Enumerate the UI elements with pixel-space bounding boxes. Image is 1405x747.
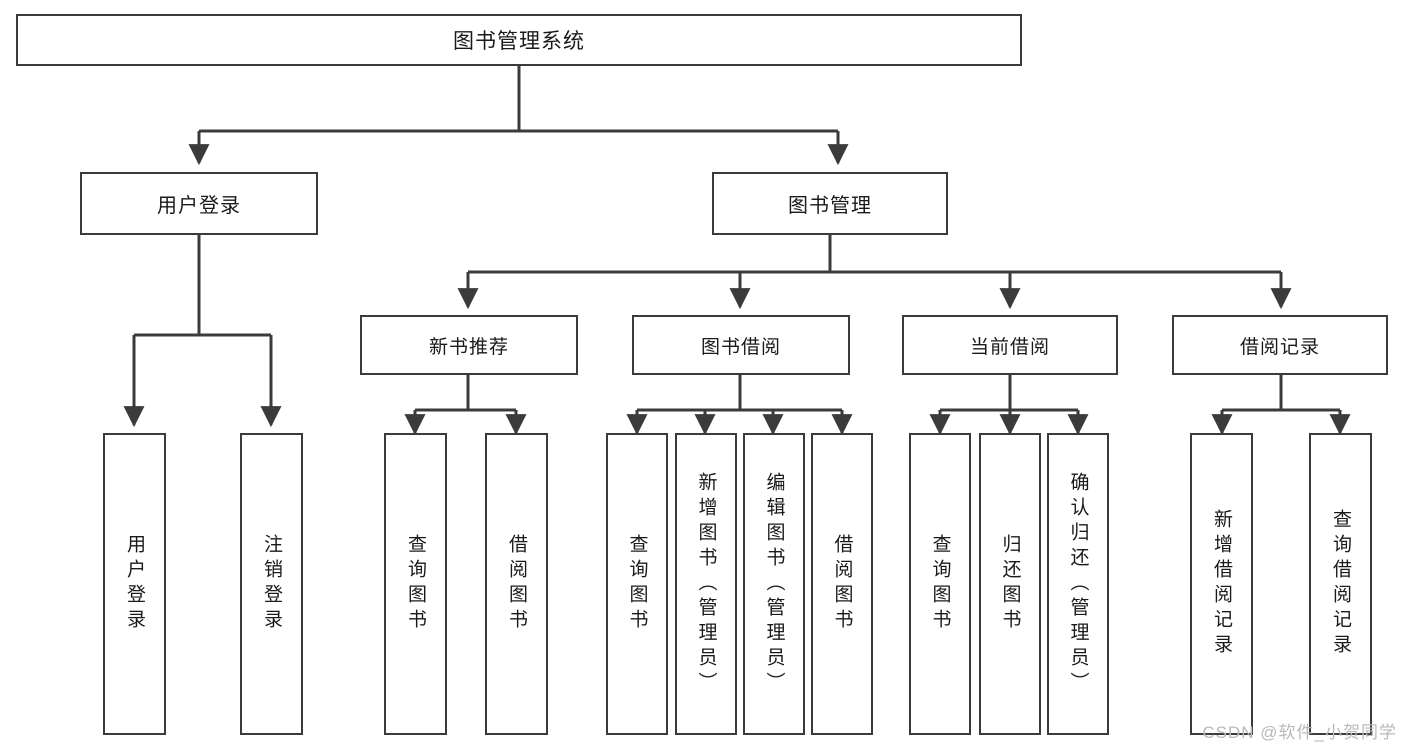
leaf-user-login-0[interactable]: 用户登录 bbox=[103, 433, 166, 735]
leaf-current-borrow-2-label: 确认归还（管理员） bbox=[1067, 471, 1089, 697]
leaf-user-login-1[interactable]: 注销登录 bbox=[240, 433, 303, 735]
leaf-current-borrow-0-label: 查询图书 bbox=[929, 534, 951, 634]
node-book-borrow-label: 图书借阅 bbox=[700, 336, 781, 358]
node-borrow-record[interactable]: 借阅记录 bbox=[1172, 315, 1388, 375]
watermark-text: CSDN @软件_小贺同学 bbox=[1202, 723, 1397, 742]
node-book-management-label: 图书管理 bbox=[788, 195, 872, 217]
leaf-borrow-record-1[interactable]: 查询借阅记录 bbox=[1309, 433, 1372, 735]
leaf-book-borrow-2-label: 编辑图书（管理员） bbox=[763, 471, 785, 697]
leaf-current-borrow-0[interactable]: 查询图书 bbox=[909, 433, 971, 735]
leaf-borrow-record-1-label: 查询借阅记录 bbox=[1330, 509, 1351, 659]
leaf-book-borrow-1-label: 新增图书（管理员） bbox=[695, 471, 717, 697]
leaf-user-login-0-label: 用户登录 bbox=[124, 534, 145, 634]
node-user-login-label: 用户登录 bbox=[157, 195, 241, 217]
leaf-current-borrow-2[interactable]: 确认归还（管理员） bbox=[1047, 433, 1109, 735]
node-user-login[interactable]: 用户登录 bbox=[80, 172, 318, 235]
leaf-new-book-recommend-1-label: 借阅图书 bbox=[506, 534, 527, 634]
node-root[interactable]: 图书管理系统 bbox=[16, 14, 1022, 66]
leaf-current-borrow-1-label: 归还图书 bbox=[999, 534, 1021, 634]
leaf-borrow-record-0-label: 新增借阅记录 bbox=[1211, 509, 1232, 659]
leaf-new-book-recommend-0-label: 查询图书 bbox=[405, 534, 426, 634]
leaf-current-borrow-1[interactable]: 归还图书 bbox=[979, 433, 1041, 735]
leaf-book-borrow-0[interactable]: 查询图书 bbox=[606, 433, 668, 735]
leaf-new-book-recommend-0[interactable]: 查询图书 bbox=[384, 433, 447, 735]
leaf-book-borrow-2[interactable]: 编辑图书（管理员） bbox=[743, 433, 805, 735]
leaf-user-login-1-label: 注销登录 bbox=[261, 534, 282, 634]
node-borrow-record-label: 借阅记录 bbox=[1239, 336, 1320, 358]
leaf-new-book-recommend-1[interactable]: 借阅图书 bbox=[485, 433, 548, 735]
node-new-book-recommend-label: 新书推荐 bbox=[428, 336, 509, 358]
node-current-borrow-label: 当前借阅 bbox=[969, 336, 1050, 358]
leaf-book-borrow-3[interactable]: 借阅图书 bbox=[811, 433, 873, 735]
node-root-label: 图书管理系统 bbox=[453, 30, 585, 53]
node-book-borrow[interactable]: 图书借阅 bbox=[632, 315, 850, 375]
leaf-borrow-record-0[interactable]: 新增借阅记录 bbox=[1190, 433, 1253, 735]
leaf-book-borrow-0-label: 查询图书 bbox=[626, 534, 648, 634]
node-book-management[interactable]: 图书管理 bbox=[712, 172, 948, 235]
leaf-book-borrow-1[interactable]: 新增图书（管理员） bbox=[675, 433, 737, 735]
node-current-borrow[interactable]: 当前借阅 bbox=[902, 315, 1118, 375]
leaf-book-borrow-3-label: 借阅图书 bbox=[831, 534, 853, 634]
node-new-book-recommend[interactable]: 新书推荐 bbox=[360, 315, 578, 375]
